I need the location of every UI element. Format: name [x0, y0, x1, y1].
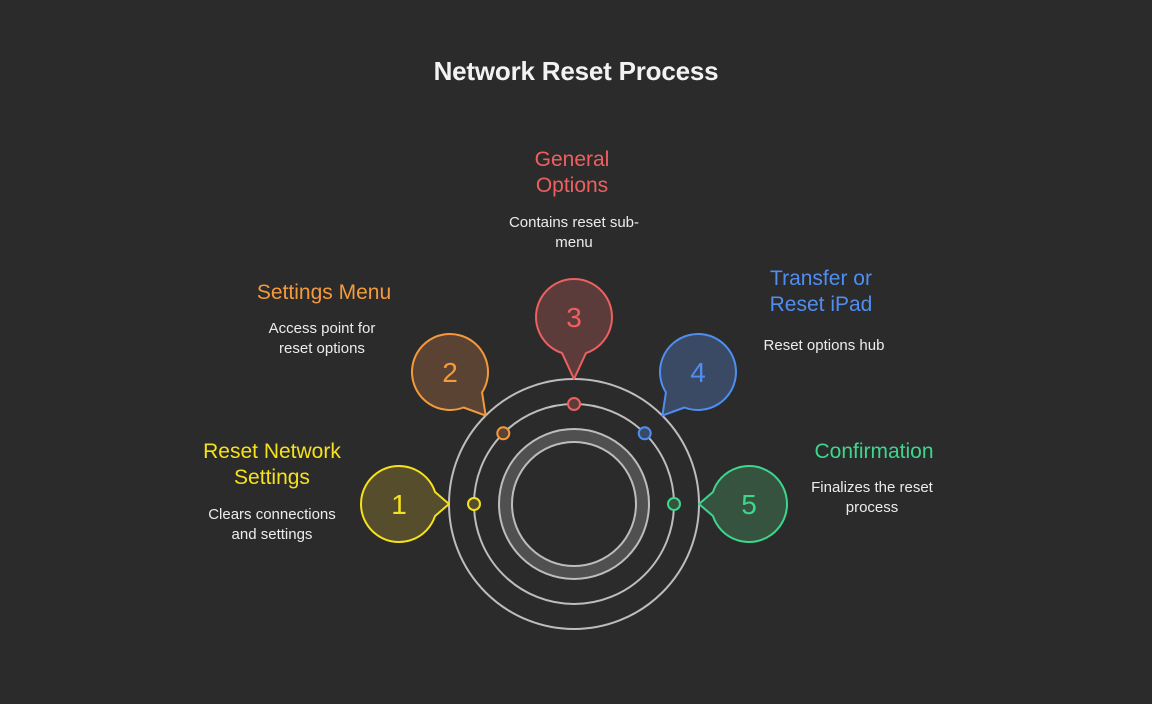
step-5-title-line: Confirmation	[814, 440, 934, 463]
inner-band-inner-edge	[511, 441, 637, 567]
step-1-number: 1	[391, 489, 407, 520]
step-1-title-line: Reset Network	[203, 440, 341, 463]
step-3-desc-line: menu	[555, 234, 593, 251]
step-1-desc-line: and settings	[231, 526, 313, 543]
step-2-speech-bubble	[411, 333, 489, 417]
step-1-desc-line: Clears connections	[208, 506, 336, 523]
concentric-rings	[448, 378, 700, 630]
step-3-desc-line: Contains reset sub-	[508, 214, 640, 231]
step-2-title-line: Settings Menu	[256, 281, 392, 304]
step-1-description: Clears connections and settings	[172, 505, 372, 545]
step-5-title: Confirmation	[774, 439, 974, 465]
step-5-desc-line: Finalizes the reset	[811, 479, 933, 496]
step-5-marker-dot	[667, 497, 681, 511]
step-3-marker-dot	[567, 397, 581, 411]
inner-band	[499, 429, 649, 579]
step-3-bubble: 3	[535, 278, 613, 411]
step-5-desc-line: process	[845, 499, 899, 516]
step-5-bubble: 5	[667, 465, 788, 543]
step-1-marker-dot	[467, 497, 481, 511]
step-5-speech-bubble	[698, 465, 788, 543]
step-3-number: 3	[566, 302, 582, 333]
step-bubbles: 1 2 3 4 5	[360, 278, 788, 543]
step-4-title-line: Transfer or	[770, 267, 872, 290]
step-2-number: 2	[442, 357, 458, 388]
step-1-speech-bubble	[360, 465, 450, 543]
step-4-description: Reset options hub	[724, 336, 924, 356]
step-3-title-line: Options	[535, 174, 609, 197]
step-3-title: General Options	[472, 147, 672, 199]
step-4-marker-dot	[637, 426, 652, 441]
step-4-desc-line: Reset options hub	[763, 337, 885, 354]
step-3-description: Contains reset sub- menu	[474, 213, 674, 253]
step-2-desc-line: Access point for	[268, 320, 376, 337]
step-1-title-line: Settings	[234, 466, 310, 489]
outer-ring	[448, 378, 700, 630]
inner-band-outer-edge	[498, 428, 650, 580]
step-4-title: Transfer or Reset iPad	[721, 266, 921, 318]
step-2-desc-line: reset options	[279, 340, 365, 357]
step-4-number: 4	[690, 357, 706, 388]
step-4-speech-bubble	[659, 333, 737, 417]
step-2-marker-dot	[496, 426, 511, 441]
step-4-bubble: 4	[637, 333, 737, 441]
step-1-bubble: 1	[360, 465, 481, 543]
step-5-description: Finalizes the reset process	[772, 478, 972, 518]
step-5-number: 5	[741, 489, 757, 520]
step-3-title-line: General	[534, 148, 610, 171]
step-4-title-line: Reset iPad	[769, 293, 873, 316]
step-2-title: Settings Menu	[224, 280, 424, 306]
step-2-description: Access point for reset options	[222, 319, 422, 359]
step-3-speech-bubble	[535, 278, 613, 380]
step-1-title: Reset Network Settings	[172, 439, 372, 491]
step-2-bubble: 2	[411, 333, 511, 441]
diagram-title: Network Reset Process	[433, 56, 719, 86]
